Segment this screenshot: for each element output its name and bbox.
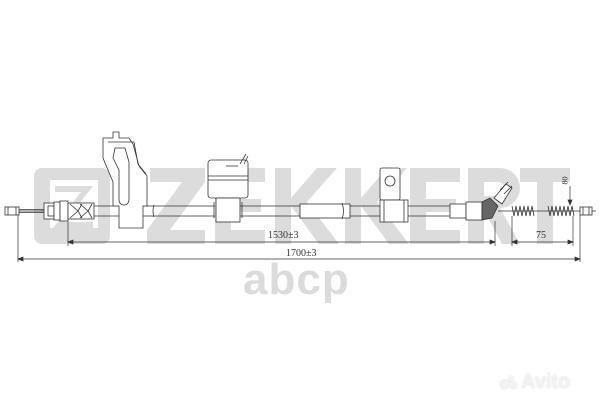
end-spring	[498, 205, 580, 217]
left-end-fitting	[4, 206, 44, 216]
avito-text: Avito	[521, 370, 571, 392]
cable-assembly	[4, 131, 596, 229]
avito-dots-icon	[500, 374, 518, 389]
dimension-lines	[17, 186, 581, 262]
middle-clip	[207, 153, 249, 223]
dimension-label-overall-length: 1700±3	[286, 248, 317, 259]
avito-watermark: Avito	[500, 370, 570, 393]
abcp-watermark: abcp	[243, 255, 350, 304]
main-cable	[150, 201, 483, 221]
left-mounting-bracket	[102, 131, 148, 229]
angled-connector	[481, 181, 513, 221]
dimension-label-end-height: 80	[560, 176, 570, 185]
dimension-label-inner-length: 1530±3	[268, 230, 299, 241]
right-mounting-bracket	[379, 167, 409, 223]
dimension-label-end-length: 75	[536, 230, 546, 241]
right-end-fitting	[579, 206, 596, 216]
